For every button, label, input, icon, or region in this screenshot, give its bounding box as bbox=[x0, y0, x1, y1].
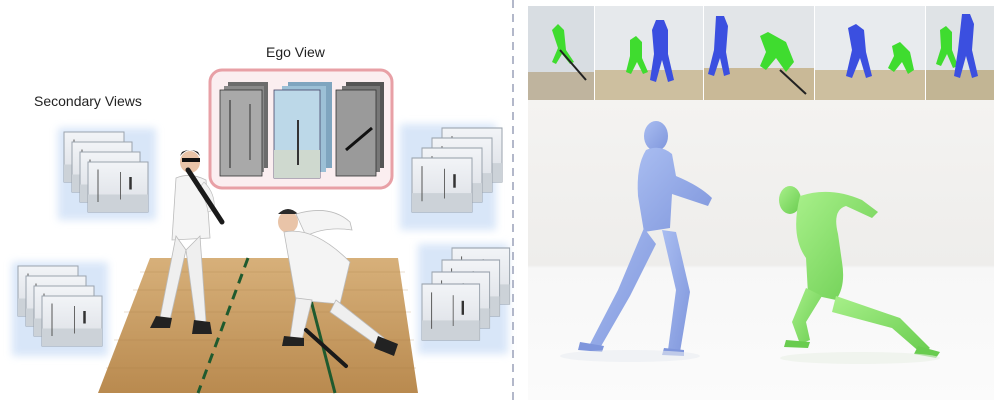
right-panel bbox=[528, 6, 994, 400]
overlay-frame-5 bbox=[926, 6, 994, 100]
athlete-right bbox=[278, 209, 398, 368]
mesh-figure-green bbox=[779, 186, 940, 364]
ego-frames-color bbox=[273, 82, 332, 179]
left-panel bbox=[12, 68, 511, 394]
secondary-view-stack-bottom-right bbox=[418, 244, 511, 354]
court-line-dashed bbox=[196, 257, 250, 394]
athlete-left bbox=[150, 150, 225, 334]
overlay-frame-3 bbox=[704, 6, 814, 100]
secondary-view-stack-top-left bbox=[58, 128, 156, 220]
ego-view-box bbox=[208, 68, 394, 190]
secondary-views-label: Secondary Views bbox=[34, 93, 142, 109]
ego-frames-gray-2 bbox=[335, 82, 384, 177]
secondary-view-stack-top-right bbox=[400, 124, 503, 230]
secondary-view-stack-bottom-left bbox=[12, 262, 108, 356]
mesh-figure-blue bbox=[560, 121, 712, 362]
overlay-frame-1 bbox=[528, 6, 594, 100]
bat bbox=[185, 167, 225, 225]
court-floor bbox=[98, 258, 418, 393]
overlay-frame-2 bbox=[595, 6, 703, 100]
ego-frames-gray-1 bbox=[219, 82, 268, 177]
racket bbox=[304, 328, 348, 368]
overlay-strip bbox=[528, 6, 994, 100]
ego-view-label: Ego View bbox=[266, 44, 325, 60]
overlay-frame-4 bbox=[815, 6, 925, 100]
